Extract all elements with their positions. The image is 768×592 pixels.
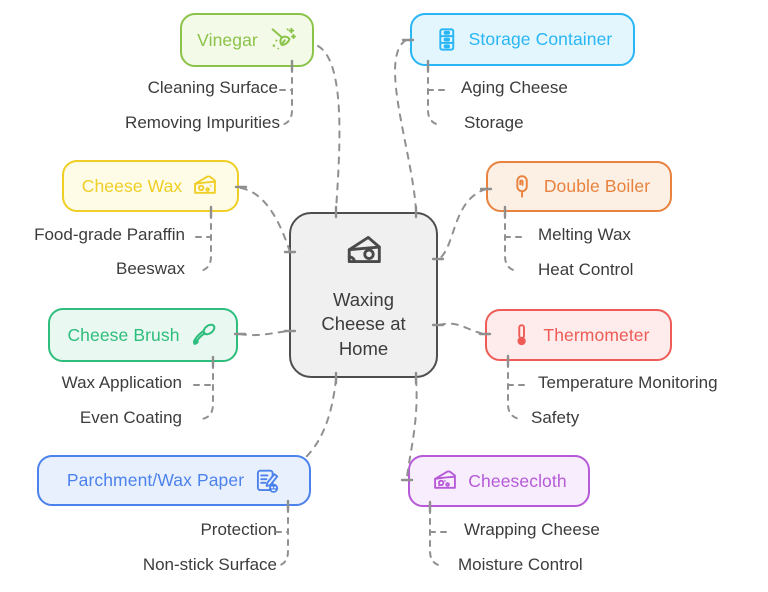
node-label: Thermometer <box>543 324 650 345</box>
node-cheese-brush[interactable]: Cheese Brush <box>48 308 238 362</box>
connector-double-boiler <box>438 188 487 260</box>
center-label: Waxing Cheese at Home <box>321 288 406 359</box>
connector-cheese-brush <box>239 330 289 337</box>
node-thermometer[interactable]: Thermometer <box>485 309 672 361</box>
broom-sparkles-icon <box>267 25 297 55</box>
popsicle-icon <box>508 173 535 200</box>
leaf-cleaning-surface[interactable]: Cleaning Surface <box>147 78 278 97</box>
leaf-moisture-control[interactable]: Moisture Control <box>458 555 583 574</box>
storage-cabinet-icon <box>433 26 460 53</box>
leaf-beeswax[interactable]: Beeswax <box>116 259 185 278</box>
leaf-safety[interactable]: Safety <box>531 408 580 427</box>
node-label: Cheese Brush <box>67 324 180 345</box>
leaf-temperature-monitoring[interactable]: Temperature Monitoring <box>538 373 718 392</box>
node-cheese-wax[interactable]: Cheese Wax <box>62 160 239 212</box>
document-pencil-badge-icon <box>253 467 281 495</box>
cheese-wedge-icon <box>341 229 387 280</box>
node-label: Parchment/Wax Paper <box>66 470 245 490</box>
leaf-protection[interactable]: Protection <box>200 520 277 539</box>
leaf-storage[interactable]: Storage <box>464 113 524 132</box>
leaf-removing-impurities[interactable]: Removing Impurities <box>125 113 280 132</box>
node-label: Cheesecloth <box>468 470 567 491</box>
node-center[interactable]: Waxing Cheese at Home <box>289 212 438 378</box>
node-label: Storage Container <box>468 29 613 49</box>
node-cheesecloth[interactable]: Cheesecloth <box>408 455 590 507</box>
connector-parchment <box>303 378 337 460</box>
leaf-food-grade-paraffin[interactable]: Food-grade Paraffin <box>34 225 185 244</box>
leaf-heat-control[interactable]: Heat Control <box>538 260 634 279</box>
paint-brush-icon <box>189 320 219 350</box>
node-storage-container[interactable]: Storage Container <box>410 13 635 66</box>
leaf-wrapping-cheese[interactable]: Wrapping Cheese <box>464 520 600 539</box>
connector-vinegar <box>317 45 341 211</box>
node-label: Cheese Wax <box>81 175 183 196</box>
cheese-wedge-icon <box>191 172 219 200</box>
connector-storage-container <box>394 39 417 211</box>
connector-thermometer <box>438 322 485 335</box>
node-vinegar[interactable]: Vinegar <box>180 13 314 67</box>
node-parchment-wax-paper[interactable]: Parchment/Wax Paper <box>37 455 311 506</box>
leaf-melting-wax[interactable]: Melting Wax <box>538 225 631 244</box>
node-label: Vinegar <box>197 29 258 50</box>
leaf-aging-cheese[interactable]: Aging Cheese <box>461 78 568 97</box>
node-label: Double Boiler <box>543 176 651 196</box>
connector-cheese-wax <box>240 187 291 253</box>
node-double-boiler[interactable]: Double Boiler <box>486 161 672 212</box>
leaf-non-stick-surface[interactable]: Non-stick Surface <box>142 555 277 574</box>
leaf-even-coating[interactable]: Even Coating <box>79 408 182 427</box>
cheese-wedge-icon <box>431 467 459 495</box>
thermometer-icon <box>507 322 534 349</box>
leaf-wax-application[interactable]: Wax Application <box>61 373 182 392</box>
